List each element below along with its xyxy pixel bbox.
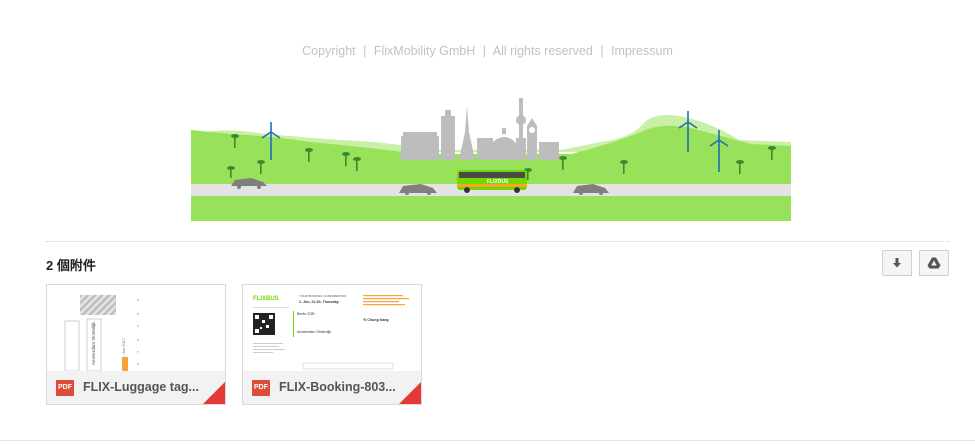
footer-links: Copyright | FlixMobility GmbH | All righ… (0, 44, 975, 58)
copyright-text: Copyright (302, 44, 356, 58)
attachment-thumbnail: Amsterdam Sloterdijk 18. Jun 2017 (47, 285, 225, 371)
city-skyline (401, 98, 559, 160)
thumb-to: Amsterdam Sloterdijk (297, 330, 331, 334)
separator: | (600, 44, 604, 58)
cars (231, 178, 609, 195)
flixbus-bus: FLIXBUS (457, 170, 527, 193)
bus-logo: FLIXBUS (487, 179, 509, 185)
attachment-footer: PDF FLIX-Luggage tag... (47, 371, 225, 404)
attachment-thumbnail: FLIXBUS YOUR BOOKING CONFIRMATION 1. Jun… (243, 285, 421, 371)
thumb-date: 1. Jun, 21:00, Thursday (299, 300, 339, 304)
thumb-date: 18. Jun 2017 (121, 337, 126, 361)
attachment-count: 2 個附件 (46, 258, 96, 273)
thumb-passenger: Yi Chung Kang (363, 318, 389, 322)
file-name[interactable]: FLIX-Luggage tag... (83, 380, 199, 394)
pdf-icon: PDF (252, 380, 270, 396)
thumb-destination: Amsterdam Sloterdijk (91, 321, 96, 365)
company-name: FlixMobility GmbH (373, 44, 476, 58)
download-arrow-icon (893, 258, 901, 268)
file-name[interactable]: FLIX-Booking-803... (279, 380, 396, 394)
rights-text: All rights reserved (492, 44, 593, 58)
page-curl-icon (399, 382, 421, 404)
thumb-brand: FLIXBUS (253, 296, 279, 302)
attachment-card[interactable]: Amsterdam Sloterdijk 18. Jun 2017 PDF FL… (46, 284, 226, 405)
flixbus-banner-illustration: FLIXBUS (191, 98, 791, 221)
page-curl-icon (203, 382, 225, 404)
attachment-footer: PDF FLIX-Booking-803... (243, 371, 421, 404)
save-to-drive-button[interactable] (919, 250, 949, 276)
attachment-card[interactable]: FLIXBUS YOUR BOOKING CONFIRMATION 1. Jun… (242, 284, 422, 405)
bottom-divider (0, 440, 975, 441)
trees (227, 134, 776, 180)
thumb-heading: YOUR BOOKING CONFIRMATION (299, 294, 346, 298)
thumb-from: Berlin ZOB (297, 312, 315, 316)
wind-turbines (261, 111, 729, 172)
separator: | (363, 44, 367, 58)
separator: | (482, 44, 486, 58)
section-divider (46, 241, 950, 242)
impressum-link[interactable]: Impressum (611, 44, 673, 58)
qr-code (253, 313, 275, 335)
download-all-button[interactable] (882, 250, 912, 276)
google-drive-icon (927, 257, 941, 269)
pdf-icon: PDF (56, 380, 74, 396)
